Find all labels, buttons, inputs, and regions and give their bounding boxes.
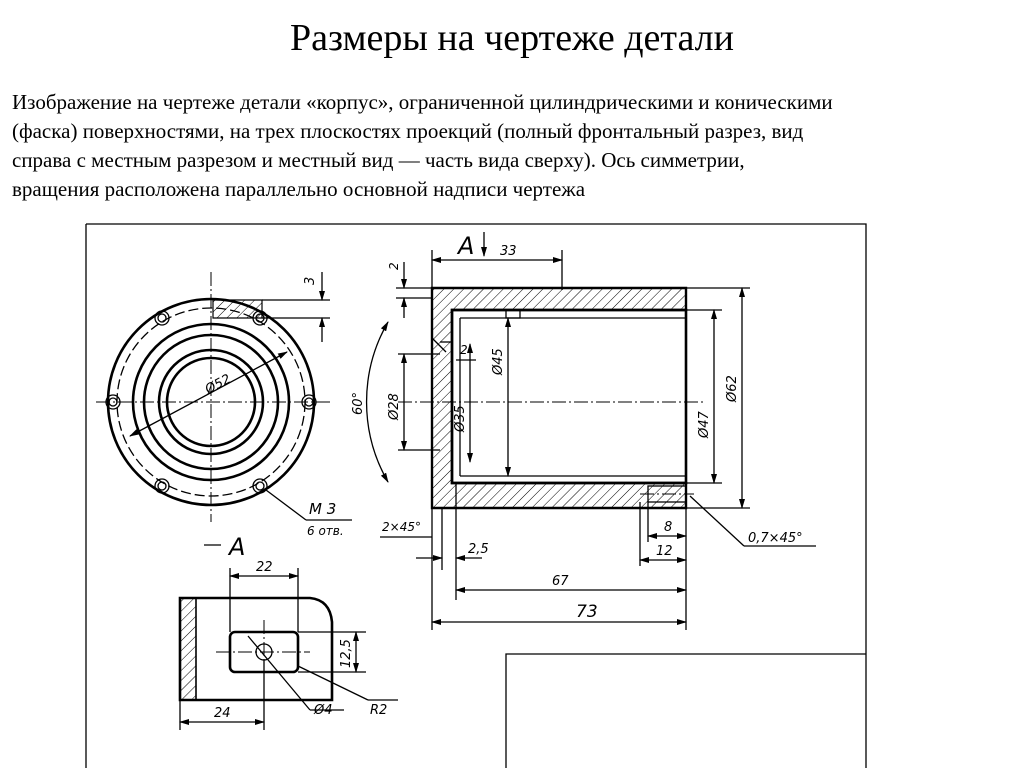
description-line: вращения расположена параллельно основно… bbox=[12, 177, 586, 201]
dim-2-5: 2,5 bbox=[468, 542, 489, 557]
dim-chamfer-right: 0,7×45° bbox=[748, 531, 803, 546]
dim-hole4: Ø4 bbox=[313, 703, 333, 718]
front-section bbox=[398, 286, 706, 510]
dim-3: 3 bbox=[303, 277, 318, 285]
dim-8: 8 bbox=[664, 520, 672, 535]
thread-count: 6 отв. bbox=[307, 524, 344, 538]
dim-radius: R2 bbox=[370, 703, 387, 718]
side-view: Ø52 3 М 3 6 отв. bbox=[96, 272, 352, 538]
description-line: Изображение на чертеже детали «корпус», … bbox=[12, 90, 833, 114]
dim-d35: Ø35 bbox=[453, 405, 468, 433]
view-a-marker-top: А bbox=[456, 232, 487, 260]
dim-73: 73 bbox=[576, 602, 598, 622]
dim-24: 24 bbox=[214, 706, 231, 721]
front-dimensions: 33 2 60° Ø28 2 Ø35 Ø45 Ø47 Ø62 bbox=[351, 244, 816, 630]
view-label-top: А bbox=[456, 232, 474, 260]
drawing-frame bbox=[85, 223, 867, 768]
dim-12-5: 12,5 bbox=[339, 639, 354, 668]
dim-angle-60: 60° bbox=[351, 392, 366, 415]
page-title: Размеры на чертеже детали bbox=[290, 17, 734, 59]
dim-d47: Ø47 bbox=[697, 410, 712, 439]
dim-67: 67 bbox=[552, 574, 569, 589]
dim-d45: Ø45 bbox=[491, 348, 506, 376]
view-a-marker-local: А bbox=[204, 533, 245, 561]
dim-chamfer-left: 2×45° bbox=[382, 520, 421, 534]
description: Изображение на чертеже детали «корпус», … bbox=[12, 88, 1012, 204]
dim-2-small: 2 bbox=[460, 343, 468, 357]
local-view: 22 24 12,5 Ø4 R2 bbox=[178, 560, 398, 730]
dim-12: 12 bbox=[656, 544, 673, 559]
dim-d28: Ø28 bbox=[387, 393, 402, 421]
dim-22: 22 bbox=[256, 560, 273, 575]
dim-2-top: 2 bbox=[387, 262, 401, 270]
thread-label: М 3 bbox=[309, 500, 336, 518]
dim-d52: Ø52 bbox=[202, 372, 234, 398]
view-label-local: А bbox=[227, 533, 245, 561]
description-line: (фаска) поверхностями, на трех плоскостя… bbox=[12, 119, 804, 143]
description-line: справа с местным разрезом и местный вид … bbox=[12, 148, 745, 172]
dim-33: 33 bbox=[500, 244, 517, 259]
dim-d62: Ø62 bbox=[725, 375, 740, 403]
